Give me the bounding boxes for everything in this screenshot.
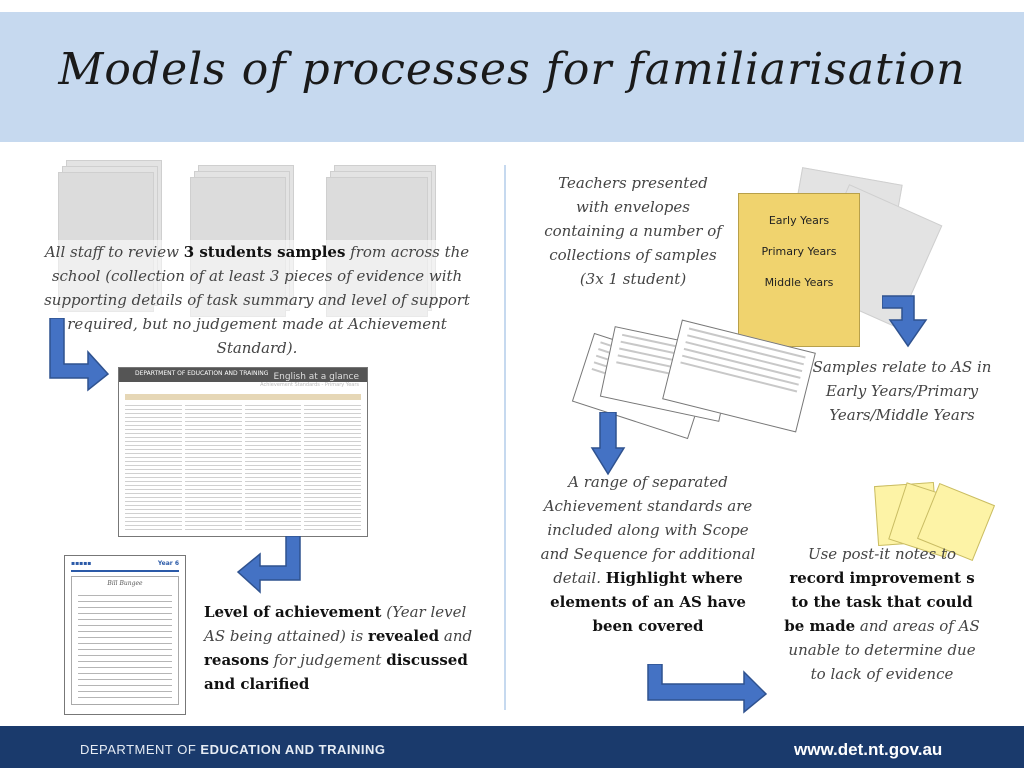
footer-url-link[interactable]: www.det.nt.gov.au: [794, 740, 943, 759]
range-text: A range of separated Achievement standar…: [536, 470, 760, 638]
level-text: and: [439, 627, 473, 645]
level-bold: discussed and clarified: [204, 651, 468, 693]
level-bold: revealed: [367, 627, 440, 645]
footer-dept-bold: EDUCATION AND TRAINING: [200, 742, 386, 757]
sample-envelope: Early Years Primary Years Middle Years: [738, 193, 860, 347]
doc-title: English at a glance: [273, 372, 359, 382]
footer-bar: [0, 726, 1024, 768]
envelope-item: Primary Years: [761, 245, 837, 258]
intro-text-part: All staff to review: [44, 243, 184, 261]
doc-header: DEPARTMENT OF EDUCATION AND TRAINING: [135, 370, 269, 377]
sample-heading: Bill Bungee: [107, 580, 143, 587]
arrow-down-right-icon: [49, 318, 110, 392]
level-text: (Year level AS being attained) is: [204, 603, 467, 645]
intro-text: All staff to review 3 students samples f…: [40, 240, 474, 360]
range-text-bold: Highlight where elements of an AS have b…: [550, 569, 746, 635]
arrow-down-icon: [590, 412, 626, 476]
arrow-right-down-icon: [882, 295, 928, 348]
column-divider: [504, 165, 506, 710]
intro-text-bold: 3 students samples: [183, 243, 346, 261]
slide-title: Models of processes for familiarisation: [58, 44, 966, 95]
level-bold: Level of achievement: [204, 603, 382, 621]
postit-text-bold: record improvement s to the task that co…: [784, 569, 975, 635]
footer-dept-part: DEPARTMENT OF: [80, 742, 201, 757]
envelope-item: Middle Years: [764, 276, 834, 289]
envelope-item: Early Years: [768, 214, 830, 227]
postit-text-part: and areas of AS unable to determine due …: [788, 617, 980, 683]
level-bold: reasons: [204, 651, 269, 669]
footer-department: DEPARTMENT OF EDUCATION AND TRAINING: [80, 742, 385, 757]
level-text: for judgement: [268, 651, 387, 669]
samples-relate-text: Samples relate to AS in Early Years/Prim…: [812, 358, 992, 424]
intro-text-part: from across the school (collection of at…: [44, 243, 470, 357]
student-sample-page: ▪▪▪▪▪ Year 6 Bill Bungee: [64, 555, 186, 715]
sample-tag: Year 6: [157, 560, 179, 567]
teachers-text: Teachers presented with envelopes contai…: [544, 174, 722, 288]
postit-text-part: Use post-it notes to: [807, 545, 957, 563]
level-achievement-text: Level of achievement (Year level AS bein…: [204, 600, 474, 696]
doc-subtitle: Achievement Standards - Primary Years: [260, 382, 359, 388]
arrow-down-right-icon: [647, 664, 768, 714]
range-text-part: A range of separated Achievement standar…: [540, 473, 756, 587]
title-band: [0, 12, 1024, 142]
arrow-down-left-icon: [236, 536, 301, 594]
achievement-standards-document: DEPARTMENT OF EDUCATION AND TRAINING Eng…: [118, 367, 368, 537]
postit-text: Use post-it notes to record improvement …: [784, 542, 980, 686]
